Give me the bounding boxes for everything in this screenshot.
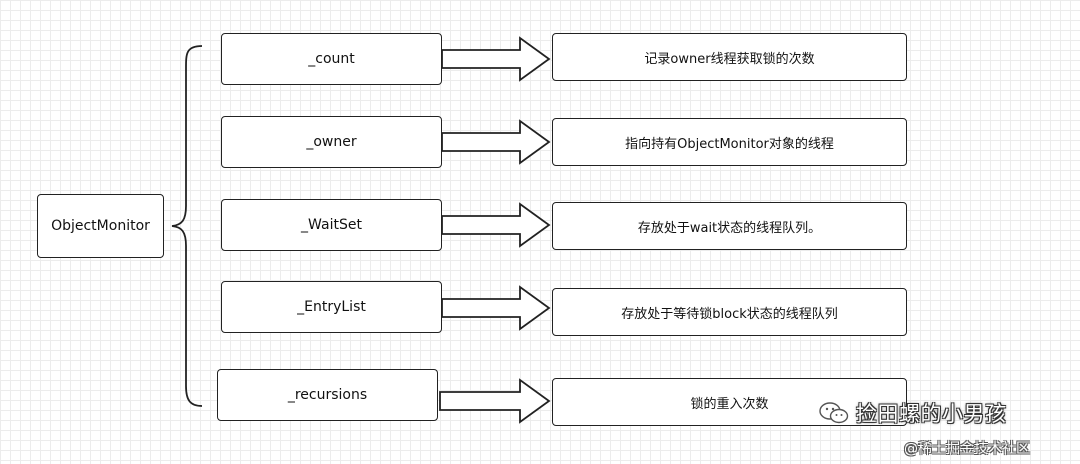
- curly-brace: [171, 45, 203, 407]
- object-monitor-node: ObjectMonitor: [37, 194, 164, 258]
- wechat-icon: [819, 402, 849, 424]
- field-name: _EntryList: [297, 299, 366, 315]
- field-name: _WaitSet: [301, 217, 362, 233]
- arrow-waitset: [441, 202, 551, 248]
- field-description: 记录owner线程获取锁的次数: [644, 51, 815, 67]
- field-description: 指向持有ObjectMonitor对象的线程: [625, 136, 834, 152]
- description-node-count: 记录owner线程获取锁的次数: [552, 33, 907, 81]
- field-description: 锁的重入次数: [690, 396, 769, 412]
- field-node-owner: _owner: [221, 116, 442, 168]
- field-node-entrylist: _EntryList: [221, 281, 442, 333]
- field-description: 存放处于等待锁block状态的线程队列: [621, 306, 838, 322]
- field-name: _count: [308, 51, 355, 67]
- description-node-owner: 指向持有ObjectMonitor对象的线程: [552, 118, 907, 166]
- field-node-waitset: _WaitSet: [221, 199, 442, 251]
- arrow-count: [441, 36, 551, 82]
- description-node-entrylist: 存放处于等待锁block状态的线程队列: [552, 288, 907, 336]
- watermark-title: 捡田螺的小男孩: [856, 402, 1007, 426]
- description-node-waitset: 存放处于wait状态的线程队列。: [552, 202, 907, 250]
- field-description: 存放处于wait状态的线程队列。: [637, 220, 822, 236]
- description-node-recursions: 锁的重入次数: [552, 378, 907, 426]
- arrow-entrylist: [441, 285, 551, 331]
- field-node-count: _count: [221, 33, 442, 85]
- watermark-source: @稀土掘金技术社区: [904, 441, 1030, 457]
- arrow-recursions: [439, 378, 551, 424]
- arrow-owner: [441, 119, 551, 165]
- field-node-recursions: _recursions: [217, 369, 438, 421]
- field-name: _owner: [306, 134, 357, 150]
- object-monitor-label: ObjectMonitor: [51, 218, 150, 234]
- field-name: _recursions: [287, 387, 368, 403]
